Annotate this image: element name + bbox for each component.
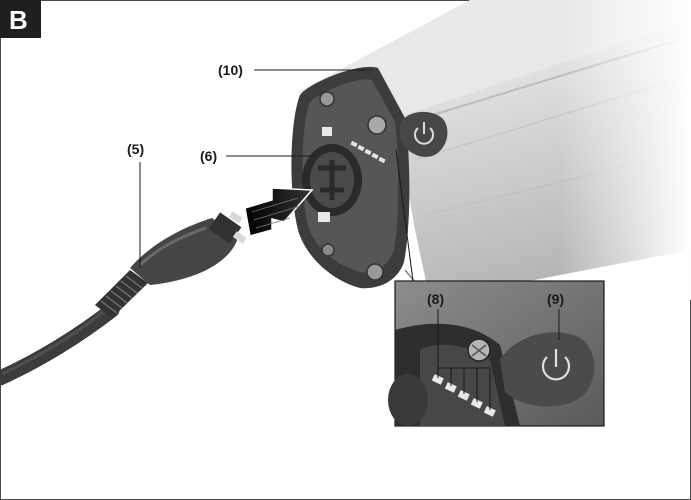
callout-battery-body: (10) xyxy=(218,62,243,78)
callout-charger-cable: (5) xyxy=(127,141,144,157)
inset-on-off-button[interactable] xyxy=(500,332,595,407)
callout-charging-socket: (6) xyxy=(200,148,217,164)
battery-end-cap xyxy=(291,66,410,289)
charger-cable xyxy=(0,270,148,386)
led-callout-lines xyxy=(437,309,491,410)
screw-right xyxy=(367,115,387,135)
inset-leader-line xyxy=(395,149,414,282)
charge-indicator-leds xyxy=(350,140,386,164)
latch-tab-upper xyxy=(322,127,332,136)
leader-lines xyxy=(139,69,372,268)
latch-tab xyxy=(318,212,330,222)
figure-badge-letter: B xyxy=(9,5,28,35)
detail-inset xyxy=(388,149,605,427)
screw-lower xyxy=(321,243,335,257)
callout-on-off-button: (9) xyxy=(547,291,564,307)
charger-plug[interactable] xyxy=(130,211,247,285)
figure-badge: B xyxy=(0,0,41,38)
insert-arrow-icon xyxy=(244,187,314,237)
screw-bottom xyxy=(366,263,384,281)
inset-charge-indicator-leds xyxy=(431,374,496,417)
screw-top xyxy=(319,91,335,107)
charging-socket[interactable] xyxy=(302,144,362,216)
callout-charge-indicator-leds: (8) xyxy=(427,291,444,307)
on-off-button[interactable] xyxy=(400,111,448,157)
inset-power-icon xyxy=(541,349,571,381)
power-icon xyxy=(414,122,434,145)
